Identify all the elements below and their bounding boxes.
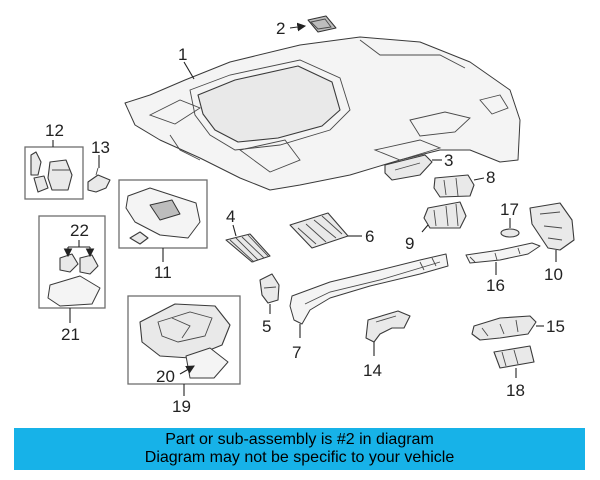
part-15-bracket[interactable] bbox=[471, 315, 537, 341]
callout-8: 8 bbox=[486, 168, 495, 187]
callout-13: 13 bbox=[91, 138, 110, 157]
banner-line-1: Part or sub-assembly is #2 in diagram bbox=[165, 431, 434, 448]
parts-diagram: 1 2 3 8 9 17 10 16 bbox=[24, 15, 575, 416]
part-16-bracket[interactable] bbox=[465, 242, 541, 264]
callout-11: 11 bbox=[154, 263, 172, 282]
callout-4: 4 bbox=[226, 207, 235, 226]
callout-17: 17 bbox=[500, 200, 519, 219]
callout-10: 10 bbox=[544, 265, 563, 284]
callout-6: 6 bbox=[365, 227, 374, 246]
callout-19: 19 bbox=[172, 397, 191, 416]
part-12-group[interactable] bbox=[24, 146, 84, 200]
part-5-clip[interactable] bbox=[259, 273, 280, 304]
part-2-cover[interactable] bbox=[307, 15, 337, 33]
part-10-bracket[interactable] bbox=[529, 202, 575, 251]
part-3-bracket[interactable] bbox=[384, 154, 433, 181]
callout-22: 22 bbox=[70, 221, 89, 240]
info-banner: Part or sub-assembly is #2 in diagram Di… bbox=[14, 428, 585, 470]
callout-21: 21 bbox=[61, 325, 80, 344]
banner-line-2: Diagram may not be specific to your vehi… bbox=[144, 449, 455, 466]
part-4-panel[interactable] bbox=[225, 233, 271, 263]
callout-7: 7 bbox=[292, 343, 301, 362]
headliner-part-1[interactable] bbox=[124, 36, 521, 191]
callout-1: 1 bbox=[178, 45, 187, 64]
part-21-group[interactable] bbox=[38, 215, 106, 309]
callout-18: 18 bbox=[506, 381, 525, 400]
part-14-handle[interactable] bbox=[365, 310, 411, 343]
callout-15: 15 bbox=[546, 317, 565, 336]
callout-3: 3 bbox=[444, 151, 453, 170]
part-7-trim-strip[interactable] bbox=[289, 253, 449, 325]
callout-12: 12 bbox=[45, 121, 64, 140]
part-17-clip[interactable] bbox=[500, 228, 520, 238]
callout-2: 2 bbox=[276, 19, 285, 38]
part-19-overhead-console[interactable] bbox=[127, 295, 241, 385]
part-18-clip[interactable] bbox=[493, 345, 535, 369]
part-6-module[interactable] bbox=[289, 212, 349, 249]
callout-9: 9 bbox=[405, 234, 414, 253]
callout-5: 5 bbox=[262, 317, 271, 336]
callout-20: 20 bbox=[156, 367, 175, 386]
part-11-sun-visor[interactable] bbox=[118, 179, 208, 249]
part-9-bracket[interactable] bbox=[423, 201, 467, 229]
callout-16: 16 bbox=[486, 276, 505, 295]
part-8-clip[interactable] bbox=[433, 174, 475, 198]
callout-14: 14 bbox=[363, 361, 382, 380]
part-20-cover[interactable] bbox=[185, 347, 229, 379]
part-13-clip[interactable] bbox=[87, 167, 111, 193]
